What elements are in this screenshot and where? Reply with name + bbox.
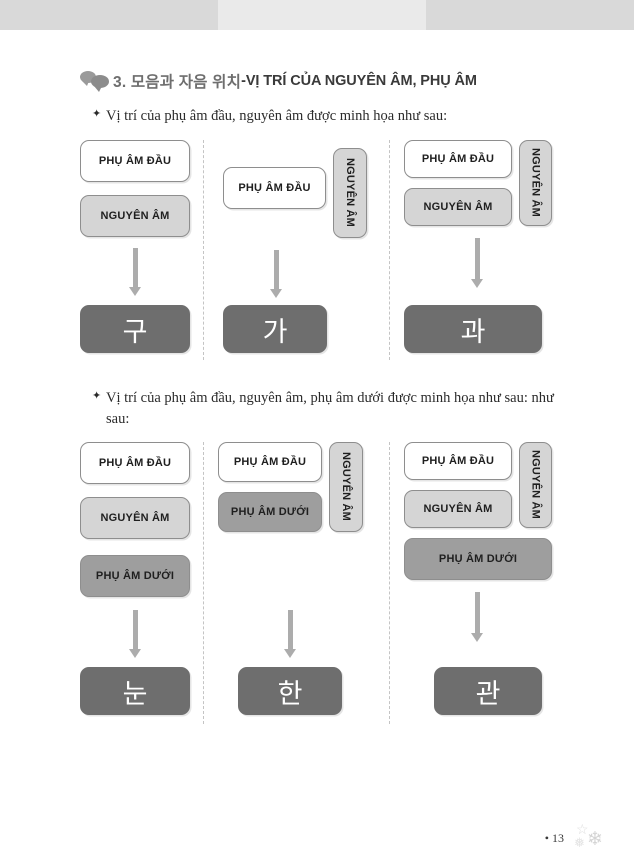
box-initial-consonant[interactable]: PHỤ ÂM ĐẦU <box>404 442 512 480</box>
bullet-marker: ✦ <box>92 108 102 120</box>
header-band-segment-left <box>0 0 218 30</box>
page-title: VỊ TRÍ CỦA NGUYÊN ÂM, PHỤ ÂM <box>245 73 477 89</box>
flower-small-icon: ❅ <box>574 835 585 850</box>
box-vowel-vertical[interactable]: NGUYÊN ÂM <box>333 148 367 238</box>
column-gwan: PHỤ ÂM ĐẦU NGUYÊN ÂM NGUYÊN ÂM PHỤ ÂM DƯ… <box>404 442 559 724</box>
result-syllable-han[interactable]: 한 <box>238 667 342 715</box>
speech-bubbles-icon <box>80 70 110 92</box>
bullet-text-1: Vị trí của phụ âm đầu, nguyên âm được mi… <box>106 108 448 124</box>
flower-solid-icon: ❄ <box>587 829 603 850</box>
down-arrow-icon <box>284 610 296 658</box>
header-band-segment-right <box>426 0 634 30</box>
column-divider-3 <box>203 442 204 724</box>
box-initial-consonant[interactable]: PHỤ ÂM ĐẦU <box>223 167 326 209</box>
result-syllable-nun[interactable]: 눈 <box>80 667 190 715</box>
section-heading: 3. 모음과 자음 위치 - VỊ TRÍ CỦA NGUYÊN ÂM, PHỤ… <box>80 70 477 92</box>
column-divider-4 <box>389 442 390 724</box>
down-arrow-icon <box>129 248 141 296</box>
box-vowel-vertical[interactable]: NGUYÊN ÂM <box>329 442 363 532</box>
result-syllable-gwan[interactable]: 관 <box>434 667 542 715</box>
result-syllable-gwa[interactable]: 과 <box>404 305 542 353</box>
column-divider-2 <box>389 140 390 360</box>
result-syllable-gu[interactable]: 구 <box>80 305 190 353</box>
box-initial-consonant[interactable]: PHỤ ÂM ĐẦU <box>404 140 512 178</box>
box-vowel-vertical[interactable]: NGUYÊN ÂM <box>519 140 552 226</box>
box-vowel-horizontal[interactable]: NGUYÊN ÂM <box>404 188 512 226</box>
header-band-segment-middle <box>218 0 426 30</box>
box-initial-consonant[interactable]: PHỤ ÂM ĐẦU <box>218 442 322 482</box>
column-gu: PHỤ ÂM ĐẦU NGUYÊN ÂM 구 <box>80 140 190 360</box>
box-vowel-horizontal[interactable]: NGUYÊN ÂM <box>80 497 190 539</box>
bullet-line-2: ✦ Vị trí của phụ âm đầu, nguyên âm, phụ … <box>92 388 572 430</box>
down-arrow-icon <box>270 250 282 298</box>
box-final-consonant[interactable]: PHỤ ÂM DƯỚI <box>80 555 190 597</box>
page-footer: • 13 ☆ ❄ ❅ <box>544 821 612 850</box>
down-arrow-icon <box>471 238 483 288</box>
column-gwa: PHỤ ÂM ĐẦU NGUYÊN ÂM NGUYÊN ÂM 과 <box>404 140 559 360</box>
flower-decoration: ☆ ❄ ❅ <box>570 821 612 850</box>
page-header-band <box>0 0 634 30</box>
page-number: • 13 <box>544 831 564 845</box>
box-initial-consonant[interactable]: PHỤ ÂM ĐẦU <box>80 140 190 182</box>
box-vowel-horizontal[interactable]: NGUYÊN ÂM <box>80 195 190 237</box>
down-arrow-icon <box>471 592 483 642</box>
bullet-text-2: Vị trí của phụ âm đầu, nguyên âm, phụ âm… <box>106 390 554 428</box>
result-syllable-ga[interactable]: 가 <box>223 305 327 353</box>
box-final-consonant[interactable]: PHỤ ÂM DƯỚI <box>218 492 322 532</box>
bullet-line-1: ✦ Vị trí của phụ âm đầu, nguyên âm được … <box>92 106 447 127</box>
box-vowel-vertical[interactable]: NGUYÊN ÂM <box>519 442 552 528</box>
down-arrow-icon <box>129 610 141 658</box>
column-divider-1 <box>203 140 204 360</box>
section-number-korean: 3. 모음과 자음 위치 <box>113 74 242 91</box>
bullet-marker: ✦ <box>92 390 102 402</box>
column-nun: PHỤ ÂM ĐẦU NGUYÊN ÂM PHỤ ÂM DƯỚI 눈 <box>80 442 190 724</box>
column-han: PHỤ ÂM ĐẦU PHỤ ÂM DƯỚI NGUYÊN ÂM 한 <box>218 442 363 724</box>
diagram-consonant-vowel-final: PHỤ ÂM ĐẦU NGUYÊN ÂM PHỤ ÂM DƯỚI 눈 PHỤ Â… <box>0 442 634 732</box>
diagram-consonant-vowel: PHỤ ÂM ĐẦU NGUYÊN ÂM 구 PHỤ ÂM ĐẦU NGUYÊN… <box>0 140 634 370</box>
column-ga: PHỤ ÂM ĐẦU NGUYÊN ÂM 가 <box>223 140 367 360</box>
box-final-consonant[interactable]: PHỤ ÂM DƯỚI <box>404 538 552 580</box>
box-initial-consonant[interactable]: PHỤ ÂM ĐẦU <box>80 442 190 484</box>
box-vowel-horizontal[interactable]: NGUYÊN ÂM <box>404 490 512 528</box>
page-content: 3. 모음과 자음 위치 - VỊ TRÍ CỦA NGUYÊN ÂM, PHỤ… <box>0 30 634 862</box>
flower-outline-icon: ☆ <box>576 821 589 837</box>
section-separator: - <box>241 73 246 89</box>
